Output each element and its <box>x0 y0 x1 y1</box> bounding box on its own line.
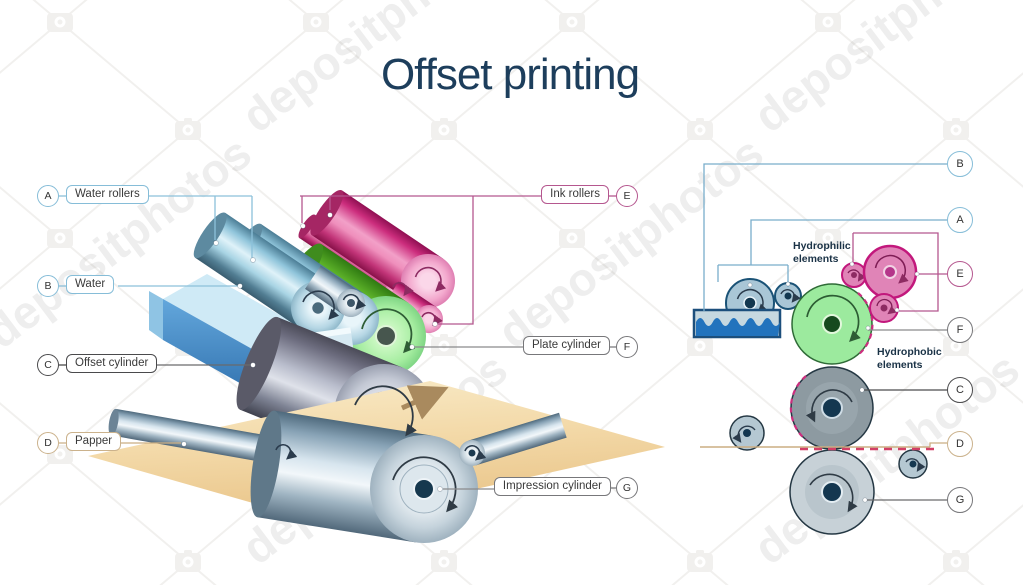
connector-lines <box>59 163 947 501</box>
paper-direction-arrow <box>400 385 449 420</box>
callout-label-water: Water <box>66 275 115 294</box>
impression-cylinder <box>250 410 478 543</box>
callout-label-impression-cylinder: Impression cylinder <box>493 477 611 496</box>
callout-circle-g: G <box>616 477 638 499</box>
connector-d-right <box>929 442 947 447</box>
illustration-3d <box>88 189 665 543</box>
stub-fg <box>610 346 616 489</box>
schematic-2d <box>692 244 936 535</box>
ink-roller-schematic-small2 <box>869 293 899 323</box>
hydrophobic-elements-label: Hydrophobic elements <box>877 346 942 372</box>
connector-b-right <box>703 163 947 311</box>
right-letter-e: E <box>947 261 973 287</box>
rotation-arrows-left <box>275 266 487 513</box>
plate-cylinder-schematic <box>791 283 874 365</box>
ink-dashed-arc <box>789 375 807 441</box>
connector-a-right <box>717 219 947 287</box>
callout-circle-d: D <box>37 432 59 454</box>
right-letter-g: G <box>947 487 973 513</box>
page-title: Offset printing <box>380 50 640 99</box>
right-letter-d: D <box>947 431 973 457</box>
right-letter-f: F <box>947 317 973 343</box>
trough-water <box>696 318 781 336</box>
right-letter-a: A <box>947 207 973 233</box>
paper-guide-roller-right <box>898 449 928 479</box>
water-roller-small <box>305 265 365 317</box>
connector-e <box>300 195 551 325</box>
right-letter-b: B <box>947 151 973 177</box>
callout-circle-e: E <box>616 185 638 207</box>
right-letter-c: C <box>947 377 973 403</box>
callout-circle-c: C <box>37 354 59 376</box>
callout-circle-b: B <box>37 275 59 297</box>
attachment-dots <box>181 212 920 503</box>
callout-label-papper: Papper <box>66 432 122 451</box>
callout-circle-a: A <box>37 185 59 207</box>
connector-a <box>140 195 253 258</box>
callout-label-water-rollers: Water rollers <box>66 185 149 204</box>
impression-cylinder-schematic <box>789 449 875 535</box>
callout-label-plate-cylinder: Plate cylinder <box>522 336 610 355</box>
callout-label-ink-rollers: Ink rollers <box>541 185 609 204</box>
connector-e-right <box>852 232 947 312</box>
callout-circle-f: F <box>616 336 638 358</box>
callout-label-offset-cylinder: Offset cylinder <box>66 354 158 373</box>
hydrophilic-elements-label: Hydrophilic elements <box>793 240 851 266</box>
ink-roller-schematic-large <box>862 244 918 300</box>
ink-roller-schematic-small1 <box>841 262 867 288</box>
offset-cylinder-schematic <box>789 366 874 450</box>
paper-guide-roller-left <box>729 415 765 451</box>
water-trough <box>692 308 782 339</box>
stub-ab <box>59 195 66 287</box>
